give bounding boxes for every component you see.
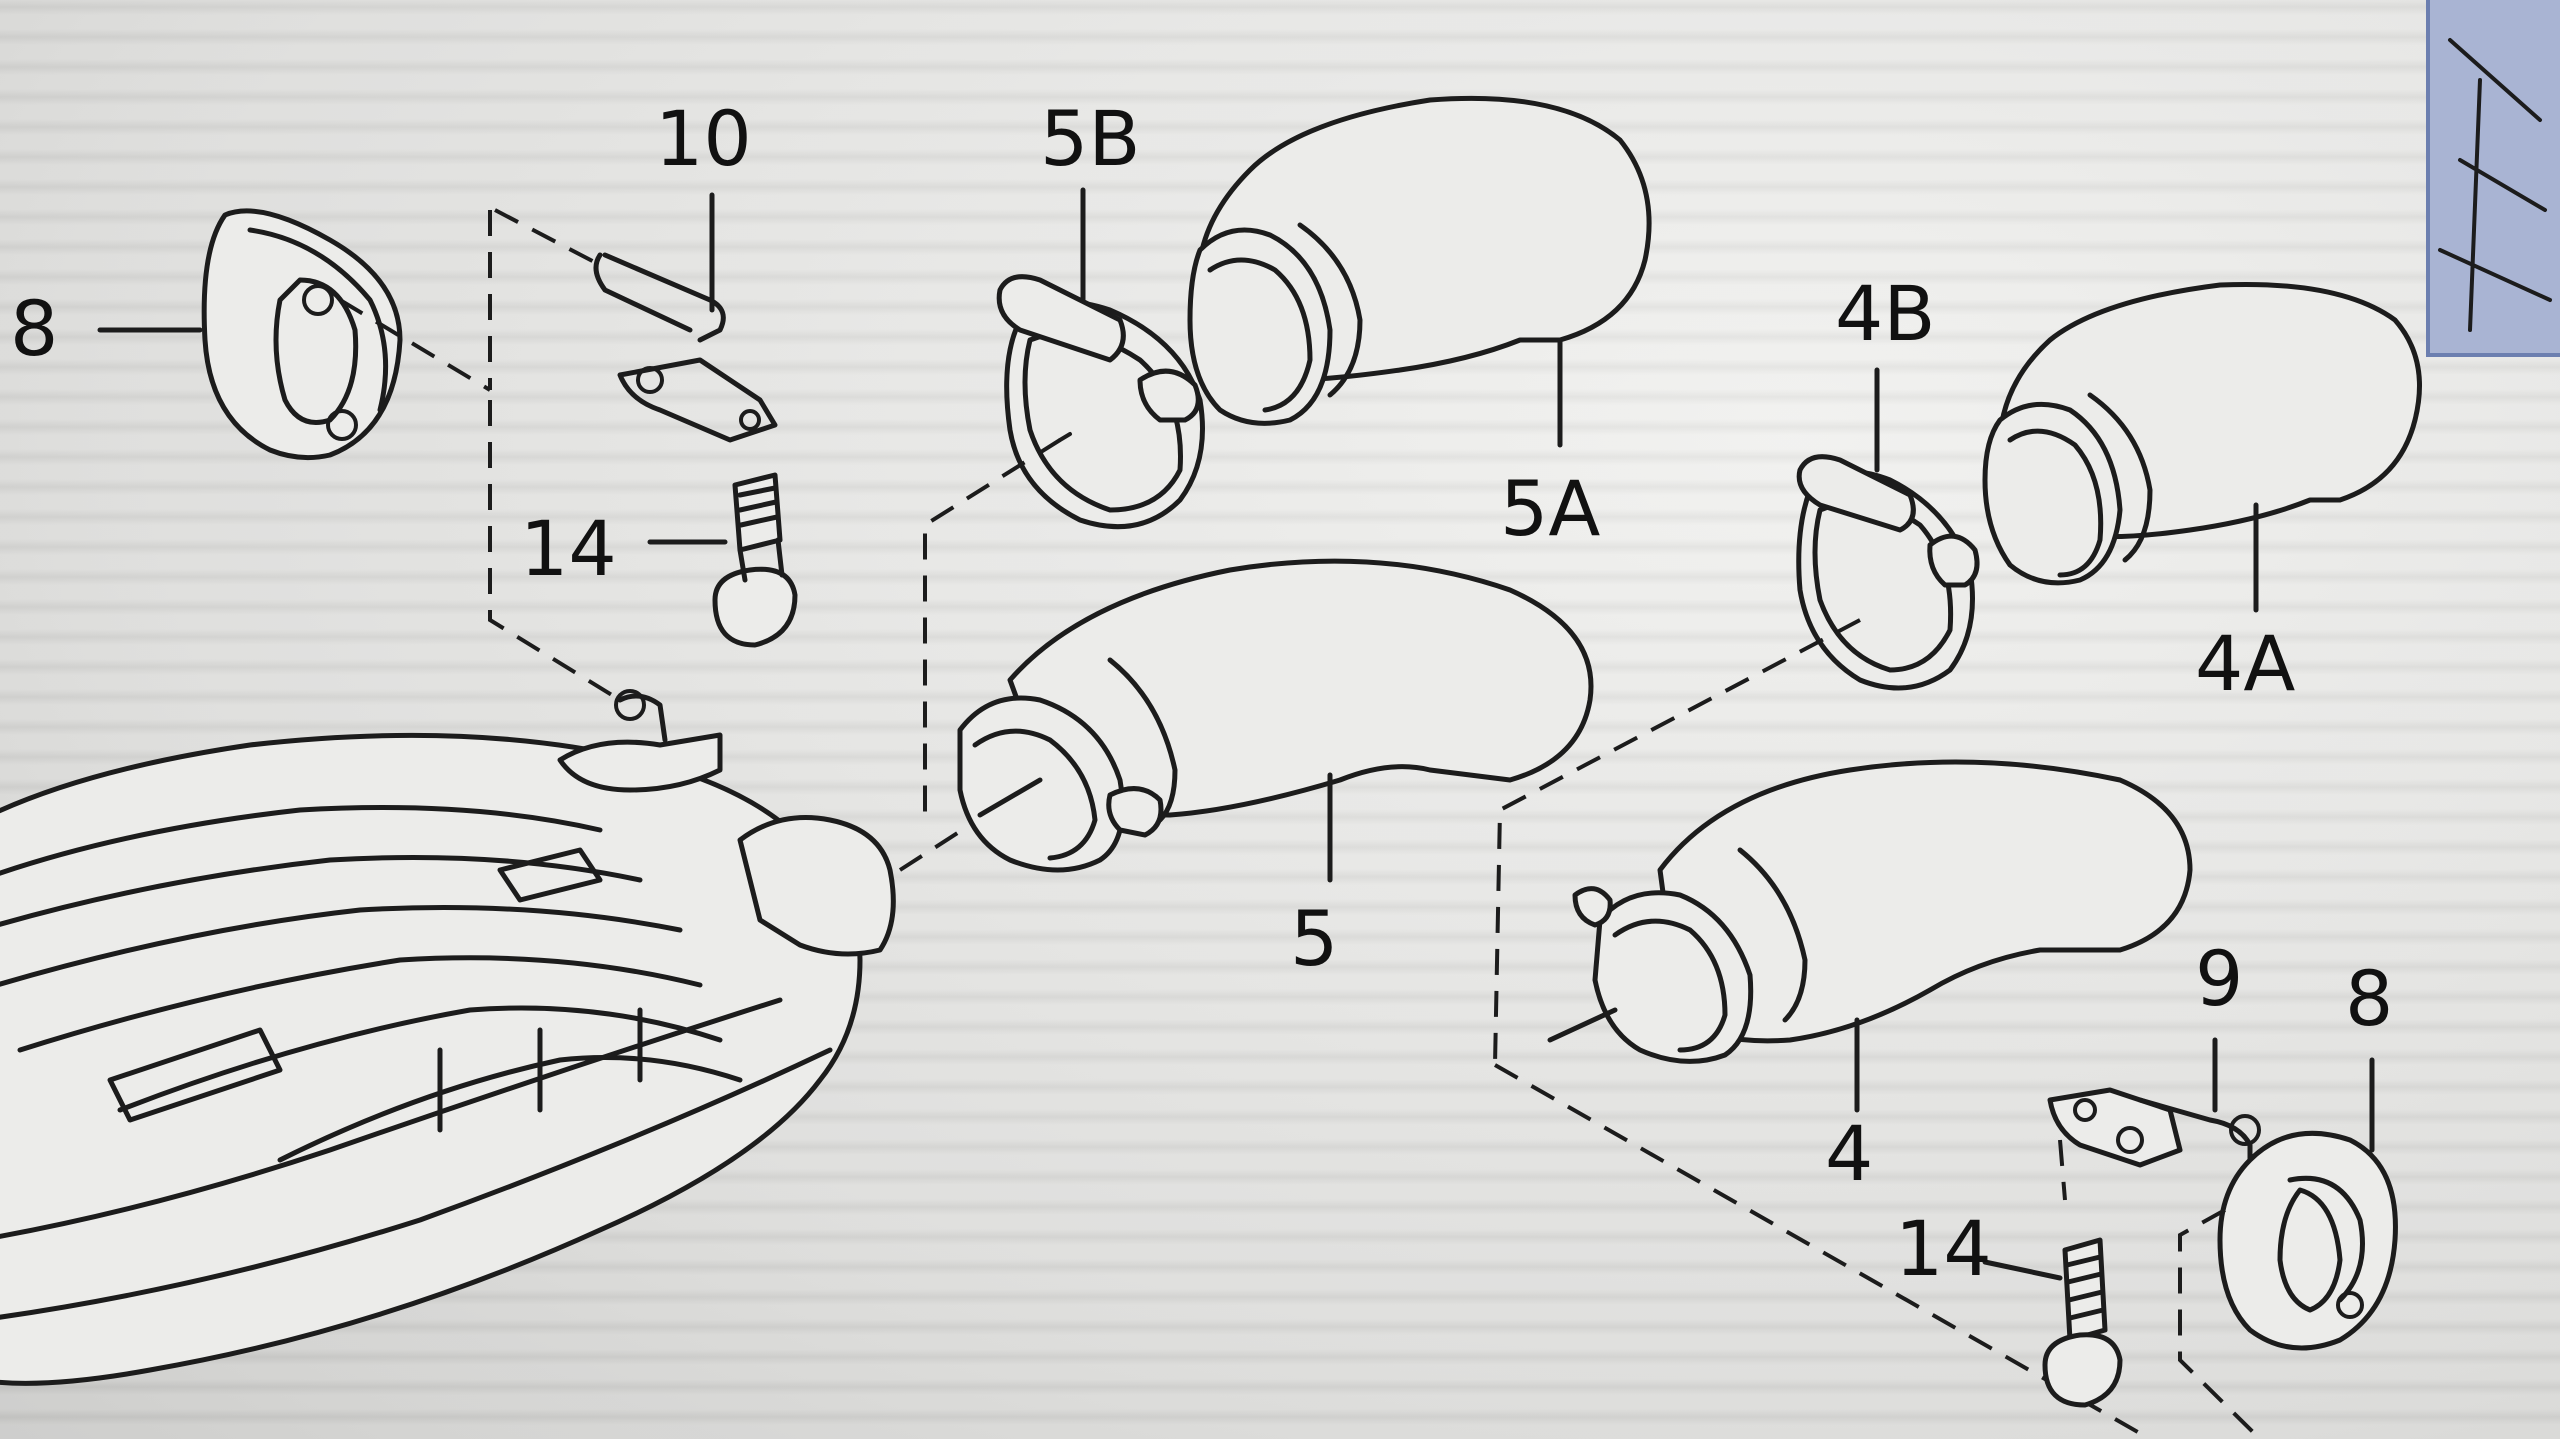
label-part-8-right: 8 [2345,954,2393,1043]
part-4a-pipe [1982,281,2422,613]
label-part-10: 10 [655,94,752,183]
overview-thumbnail[interactable] [2426,0,2560,357]
part-4b-clamp [1493,367,1980,1066]
part-5b-clamp [923,187,1205,820]
part-10-bracket [593,192,778,443]
label-part-4a: 4A [2195,619,2295,708]
part-4-pipe [1547,759,2193,1113]
part-8-left-mount [97,208,403,461]
label-part-14-left: 14 [520,504,617,593]
part-14-left-bolt [647,472,798,648]
part-5-pipe [957,558,1594,883]
label-part-4: 4 [1825,1109,1873,1198]
part-9-bracket [2047,1037,2261,1201]
part-14-right-bolt [1982,1237,2123,1408]
label-part-4b: 4B [1835,269,1936,358]
label-part-5: 5 [1290,894,1338,983]
part-8-right-mount [2178,1057,2398,1439]
label-part-5a: 5A [1500,464,1600,553]
label-part-14-right: 14 [1895,1204,1992,1293]
part-5a-pipe [1187,95,1652,448]
label-part-5b: 5B [1040,94,1141,183]
rear-muffler [0,689,896,1386]
label-part-8-left: 8 [10,284,58,373]
label-part-9: 9 [2195,934,2243,1023]
